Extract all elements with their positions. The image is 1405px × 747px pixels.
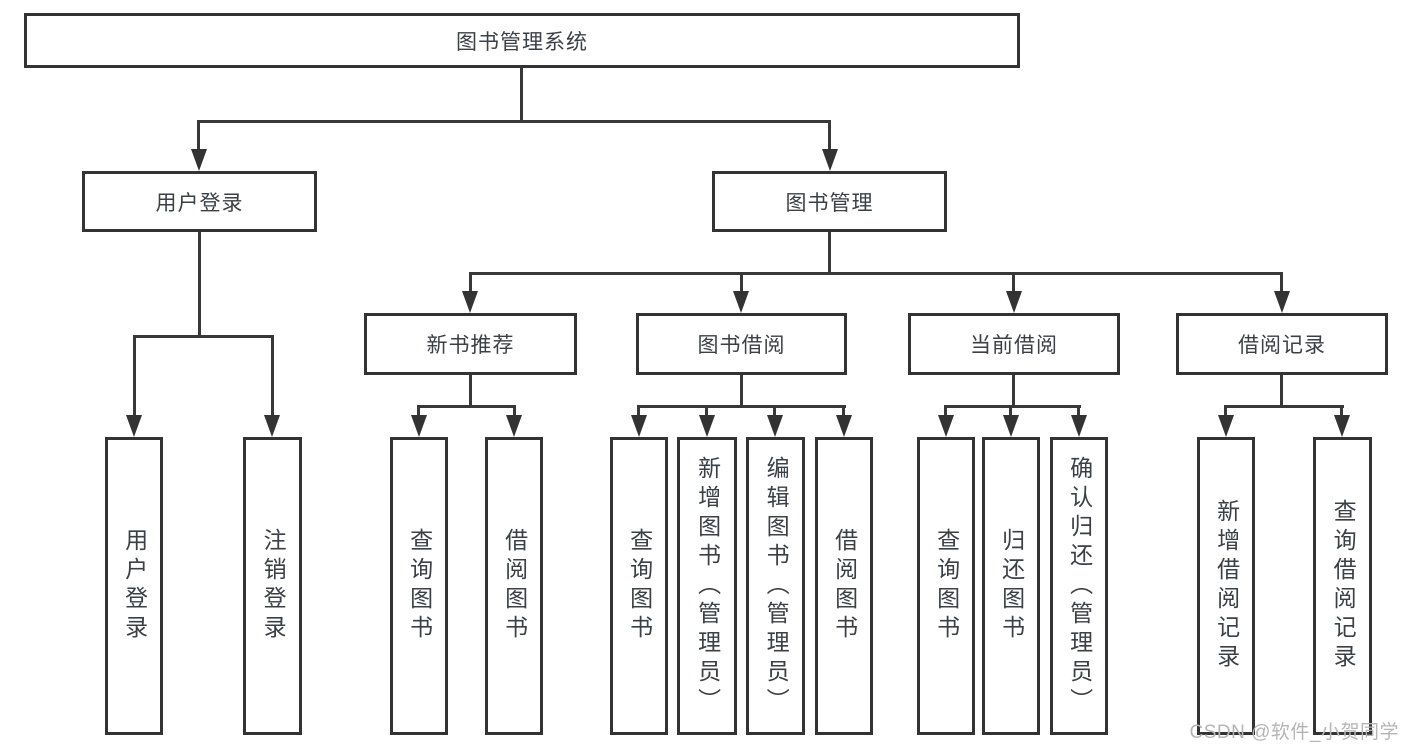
leaf-query-books-borrowing-label: 查询图书 [626, 528, 653, 644]
arrow-down-icon [1218, 415, 1234, 437]
connector-stem [773, 405, 776, 417]
leaf-query-books-current: 查询图书 [917, 437, 975, 735]
node-new-book-recommend: 新书推荐 [364, 313, 577, 375]
node-current-borrowing-label: 当前借阅 [970, 334, 1058, 357]
connector-trunk [740, 375, 743, 408]
connector-trunk [828, 232, 831, 275]
leaf-return-books-label: 归还图书 [998, 528, 1025, 644]
arrow-down-icon [264, 415, 280, 437]
arrow-down-icon [822, 149, 838, 171]
connector-stem [944, 405, 947, 417]
connector-trunk [198, 232, 201, 338]
connector-horizontal [469, 272, 1283, 275]
leaf-edit-books-admin: 编辑图书（管理员） [746, 437, 805, 735]
arrow-down-icon [506, 415, 522, 437]
node-current-borrowing: 当前借阅 [908, 313, 1120, 375]
connector-stem [740, 272, 743, 293]
connector-horizontal [1224, 405, 1344, 408]
leaf-query-borrow-record: 查询借阅记录 [1313, 437, 1372, 735]
node-book-management-label: 图书管理 [785, 191, 874, 215]
arrow-down-icon [1274, 291, 1290, 313]
leaf-return-books: 归还图书 [982, 437, 1040, 735]
leaf-query-books-borrowing: 查询图书 [610, 437, 668, 735]
connector-horizontal [637, 405, 846, 408]
node-borrowing-records: 借阅记录 [1176, 313, 1388, 375]
connector-stem [513, 405, 516, 417]
leaf-borrow-books: 借阅图书 [815, 437, 873, 735]
leaf-add-borrow-record-label: 新增借阅记录 [1213, 499, 1240, 673]
leaf-borrow-books-label: 借阅图书 [831, 528, 858, 644]
arrow-down-icon [1071, 415, 1087, 437]
arrow-down-icon [411, 415, 427, 437]
connector-stem [271, 335, 274, 417]
leaf-borrow-books-recommend-label: 借阅图书 [501, 528, 528, 644]
leaf-edit-books-admin-label: 编辑图书（管理员） [763, 455, 790, 717]
leaf-query-books-current-label: 查询图书 [933, 528, 960, 644]
connector-stem [133, 335, 136, 417]
arrow-down-icon [1334, 415, 1350, 437]
leaf-user-login: 用户登录 [105, 437, 163, 735]
leaf-confirm-return-admin-label: 确认归还（管理员） [1066, 455, 1093, 717]
node-root-label: 图书管理系统 [456, 30, 588, 54]
arrow-down-icon [733, 291, 749, 313]
node-user-login: 用户登录 [82, 171, 317, 232]
connector-horizontal [197, 120, 831, 123]
leaf-user-login-label: 用户登录 [121, 528, 148, 644]
connector-trunk [1012, 375, 1015, 408]
connector-trunk [469, 375, 472, 408]
connector-stem [417, 405, 420, 417]
node-book-management: 图书管理 [712, 171, 947, 232]
connector-stem [1340, 405, 1343, 417]
arrow-down-icon [1003, 415, 1019, 437]
leaf-add-books-admin-label: 新增图书（管理员） [694, 455, 721, 717]
leaf-add-books-admin: 新增图书（管理员） [677, 437, 737, 735]
connector-trunk [1280, 375, 1283, 408]
connector-trunk [520, 66, 523, 120]
node-root: 图书管理系统 [24, 13, 1020, 68]
connector-stem [828, 120, 831, 151]
leaf-query-borrow-record-label: 查询借阅记录 [1330, 499, 1357, 673]
connector-stem [1280, 272, 1283, 293]
leaf-logout-label: 注销登录 [260, 528, 287, 644]
connector-horizontal [417, 405, 516, 408]
leaf-logout: 注销登录 [243, 437, 302, 735]
arrow-down-icon [836, 415, 852, 437]
arrow-down-icon [767, 415, 783, 437]
connector-stem [705, 405, 708, 417]
node-borrowing-records-label: 借阅记录 [1238, 334, 1326, 357]
node-book-borrowing-label: 图书借阅 [697, 334, 786, 357]
arrow-down-icon [126, 415, 142, 437]
leaf-query-books-recommend: 查询图书 [390, 437, 448, 735]
connector-horizontal [133, 335, 274, 338]
node-book-borrowing: 图书借阅 [636, 313, 847, 375]
leaf-query-books-recommend-label: 查询图书 [406, 528, 433, 644]
connector-stem [1009, 405, 1012, 417]
node-user-login-label: 用户登录 [155, 191, 244, 215]
connector-stem [1012, 272, 1015, 293]
connector-stem [197, 120, 200, 151]
connector-stem [637, 405, 640, 417]
leaf-borrow-books-recommend: 借阅图书 [485, 437, 543, 735]
arrow-down-icon [1006, 291, 1022, 313]
arrow-down-icon [699, 415, 715, 437]
arrow-down-icon [938, 415, 954, 437]
arrow-down-icon [462, 291, 478, 313]
connector-horizontal [944, 405, 1081, 408]
connector-stem [469, 272, 472, 293]
csdn-watermark: CSDN @软件_小贺同学 [1189, 722, 1399, 743]
leaf-add-borrow-record: 新增借阅记录 [1197, 437, 1255, 735]
connector-stem [1077, 405, 1080, 417]
leaf-confirm-return-admin: 确认归还（管理员） [1050, 437, 1108, 735]
arrow-down-icon [191, 149, 207, 171]
arrow-down-icon [631, 415, 647, 437]
connector-stem [1224, 405, 1227, 417]
connector-stem [842, 405, 845, 417]
node-new-book-recommend-label: 新书推荐 [426, 334, 515, 357]
